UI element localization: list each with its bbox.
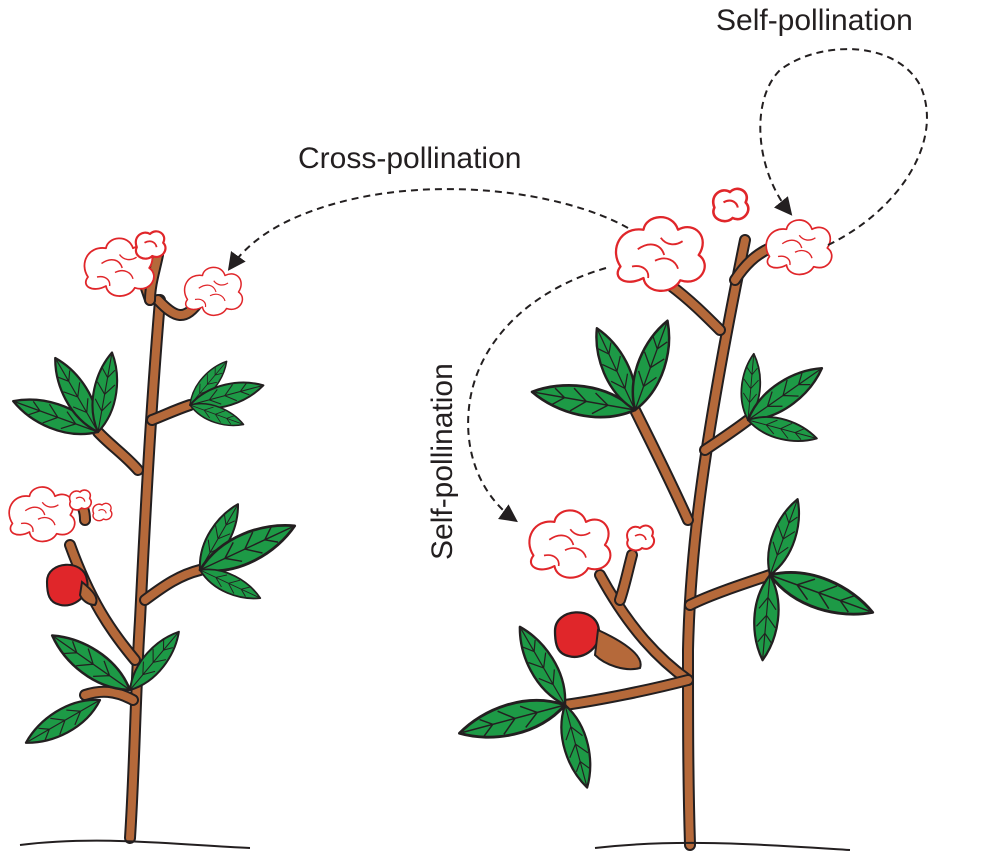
plant-right bbox=[454, 187, 880, 851]
label-self-pollination-top: Self-pollination bbox=[716, 4, 913, 37]
self-pollination-side-arrow bbox=[467, 267, 607, 523]
self-pollination-top-arrow bbox=[759, 48, 928, 246]
label-self-pollination-side: Self-pollination bbox=[426, 363, 459, 560]
cross-pollination-arrow bbox=[227, 188, 629, 271]
plant-left bbox=[7, 230, 303, 849]
boll-right bbox=[553, 611, 601, 659]
label-cross-pollination: Cross-pollination bbox=[298, 142, 521, 175]
